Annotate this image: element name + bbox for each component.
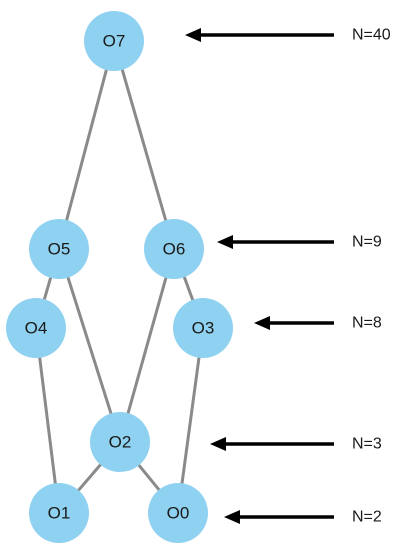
edge-o7-o6 — [112, 40, 176, 250]
annotation-n2: N=2 — [224, 509, 382, 526]
node-o0: O0 — [148, 483, 208, 543]
node-circle — [144, 219, 204, 279]
annotation-n8: N=8 — [254, 315, 382, 332]
node-label: O7 — [103, 32, 126, 51]
edge-o6-o2 — [118, 248, 176, 443]
node-circle — [148, 483, 208, 543]
node-circle — [29, 483, 89, 543]
node-o6: O6 — [144, 219, 204, 279]
node-label: O1 — [48, 504, 71, 523]
node-o3: O3 — [173, 298, 233, 358]
annotation-label: N=40 — [352, 27, 391, 44]
arrow-left-icon — [210, 437, 226, 451]
node-o7: O7 — [84, 11, 144, 71]
edge-o4-o1 — [34, 327, 61, 514]
node-label: O2 — [109, 433, 132, 452]
annotation-n3: N=3 — [210, 436, 382, 453]
edge-o5-o2 — [57, 248, 122, 443]
node-label: O5 — [48, 240, 71, 259]
node-o2: O2 — [90, 412, 150, 472]
node-label: O6 — [163, 240, 186, 259]
annotation-label: N=9 — [352, 234, 382, 251]
node-label: O0 — [167, 504, 190, 523]
node-label: O3 — [192, 319, 215, 338]
node-o1: O1 — [29, 483, 89, 543]
node-o5: O5 — [29, 219, 89, 279]
node-label: O4 — [25, 319, 48, 338]
edge-o7-o5 — [57, 40, 116, 250]
node-circle — [173, 298, 233, 358]
annotation-n9: N=9 — [217, 234, 382, 251]
annotation-n40: N=40 — [185, 27, 391, 44]
arrow-left-icon — [254, 316, 270, 330]
node-circle — [84, 11, 144, 71]
arrow-left-icon — [224, 510, 240, 524]
arrow-left-icon — [217, 235, 233, 249]
node-o4: O4 — [6, 298, 66, 358]
annotation-label: N=8 — [352, 315, 382, 332]
annotation-label: N=3 — [352, 436, 382, 453]
edge-o3-o0 — [176, 327, 205, 514]
node-circle — [6, 298, 66, 358]
annotation-label: N=2 — [352, 509, 382, 526]
node-circle — [29, 219, 89, 279]
arrow-left-icon — [185, 28, 201, 42]
node-circle — [90, 412, 150, 472]
annotations-layer: N=40N=9N=8N=3N=2 — [185, 27, 391, 526]
